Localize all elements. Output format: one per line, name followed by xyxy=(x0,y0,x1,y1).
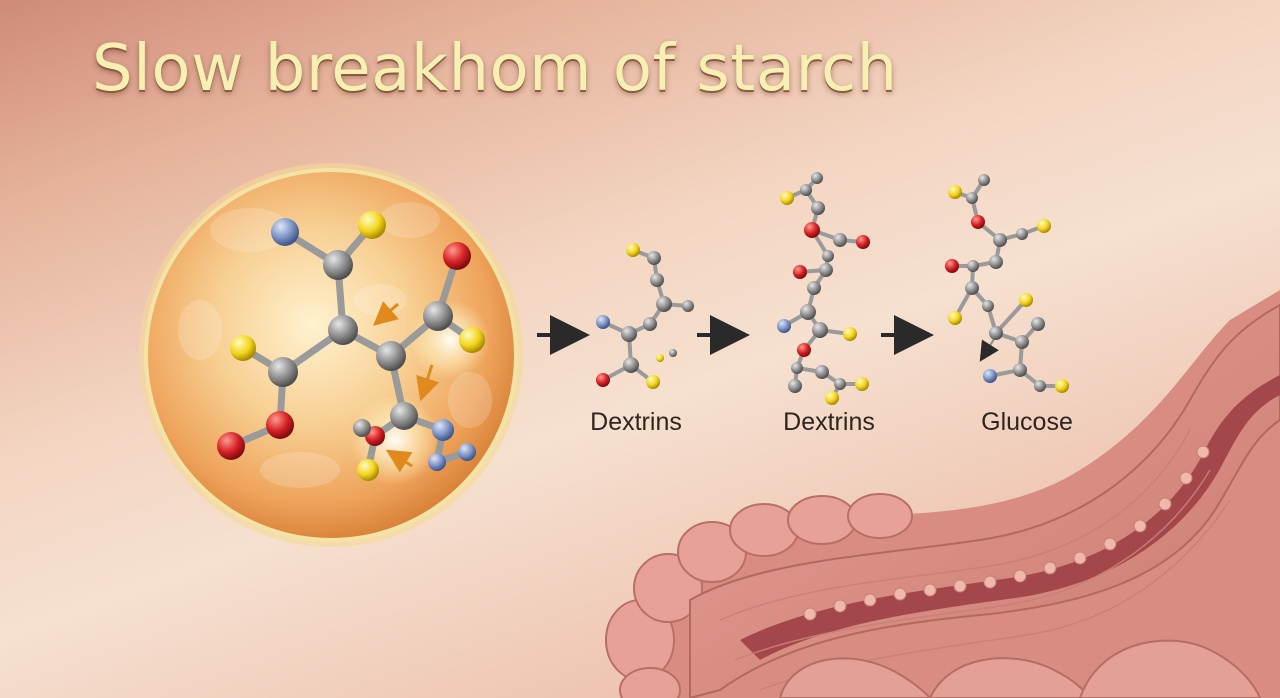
dextrin-molecule-1 xyxy=(596,243,694,389)
glucose-molecule xyxy=(945,174,1069,393)
intestine-illustration xyxy=(605,290,1280,698)
dextrin-molecule-2 xyxy=(777,172,870,405)
stage-label-dextrins-2: Dextrins xyxy=(783,408,875,436)
stage-label-dextrins-1: Dextrins xyxy=(590,408,682,436)
diagram-title: Slow breakhom of starch xyxy=(92,32,898,106)
starch-granule-icon xyxy=(139,163,523,547)
stage-label-glucose: Glucose xyxy=(981,408,1073,436)
